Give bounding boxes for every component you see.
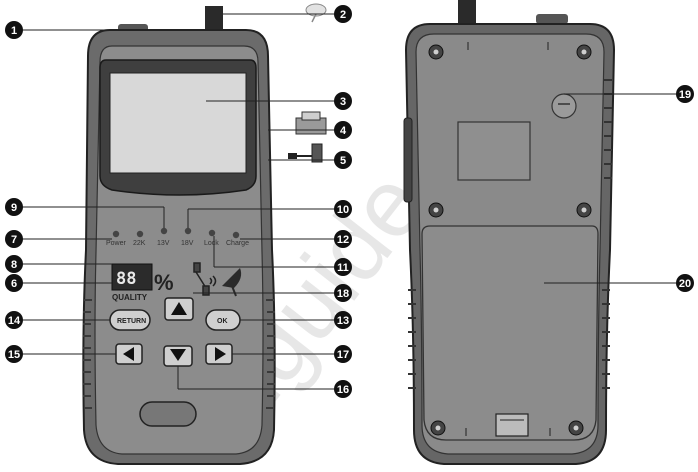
- callout-17: 17: [337, 349, 349, 361]
- charge-led: [232, 231, 240, 239]
- return-button-label: RETURN: [117, 318, 146, 325]
- callout-13: 13: [337, 315, 349, 327]
- right-arrow-icon: [215, 347, 226, 361]
- indicator-label-22k: 22K: [133, 240, 146, 247]
- callout-14: 14: [8, 315, 21, 327]
- indicator-label-charge: Charge: [226, 240, 249, 247]
- callout-3: 3: [340, 96, 346, 108]
- callout-19: 19: [679, 89, 691, 101]
- callout-6: 6: [11, 278, 17, 290]
- 22k-led: [136, 230, 144, 238]
- back-grip-left: [408, 289, 416, 389]
- quality-display: [111, 263, 153, 291]
- indicator-label-13v: 13V: [157, 240, 170, 247]
- callout-20: 20: [679, 278, 691, 290]
- front-grip-left: [83, 299, 92, 409]
- ok-button-label: OK: [217, 318, 228, 325]
- right-button[interactable]: [205, 343, 233, 365]
- lcd-screen: [109, 72, 247, 174]
- indicator-label-power: Power: [106, 240, 127, 247]
- power-led: [112, 230, 120, 238]
- callout-12: 12: [337, 234, 349, 246]
- battery-latch: [495, 413, 529, 437]
- callout-11: 11: [337, 262, 349, 274]
- up-arrow-icon: [171, 302, 187, 315]
- car-adapter-icon: [288, 143, 323, 163]
- callout-18: 18: [337, 288, 349, 300]
- down-arrow-icon: [170, 349, 186, 361]
- callout-16: 16: [337, 384, 349, 396]
- left-button[interactable]: [115, 343, 143, 365]
- quality-label: QUALITY: [112, 293, 148, 302]
- satellite-dish-icon: [305, 3, 327, 23]
- front-view: Power 22K 13V 18V Lock Charge 88 % QUALI…: [82, 3, 327, 465]
- indicator-label-lock: Lock: [204, 240, 219, 247]
- lock-led: [208, 229, 216, 237]
- callout-5: 5: [340, 155, 346, 167]
- f-connector: [205, 6, 223, 34]
- down-button[interactable]: [163, 345, 193, 367]
- speaker-grille: [139, 401, 197, 427]
- screw-heads: [433, 49, 587, 431]
- dish-icon: [222, 268, 242, 297]
- back-view: [403, 0, 616, 465]
- front-grip-right: [266, 299, 275, 409]
- back-connector: [458, 0, 476, 26]
- up-button[interactable]: [164, 297, 194, 321]
- side-slot: [403, 117, 413, 203]
- battery-cover: [421, 225, 599, 441]
- left-arrow-icon: [123, 347, 134, 361]
- quality-digits: 88: [116, 269, 136, 289]
- ac-charger-icon: [295, 111, 327, 135]
- indicator-row: Power 22K 13V 18V Lock Charge: [106, 227, 249, 247]
- back-knob: [536, 14, 568, 24]
- callout-4: 4: [340, 125, 347, 137]
- callout-1: 1: [11, 25, 17, 37]
- 18v-led: [184, 227, 192, 235]
- indicator-label-18v: 18V: [181, 240, 194, 247]
- label-plate: [457, 121, 531, 181]
- 13v-led: [160, 227, 168, 235]
- callout-9: 9: [11, 202, 17, 214]
- callout-lines: [14, 13, 684, 390]
- percent-sign: %: [154, 270, 174, 295]
- satellite-icon: [193, 262, 217, 296]
- callout-8: 8: [11, 259, 17, 271]
- callout-badges: 1 2 3 4 5 6 7 8 9 10 11 12 13 14 15 16 1…: [5, 5, 694, 398]
- back-marks: [465, 42, 551, 436]
- callout-10: 10: [337, 204, 349, 216]
- callout-7: 7: [11, 234, 17, 246]
- callout-15: 15: [8, 349, 20, 361]
- callout-2: 2: [340, 9, 346, 21]
- back-screw-cover: [551, 93, 577, 119]
